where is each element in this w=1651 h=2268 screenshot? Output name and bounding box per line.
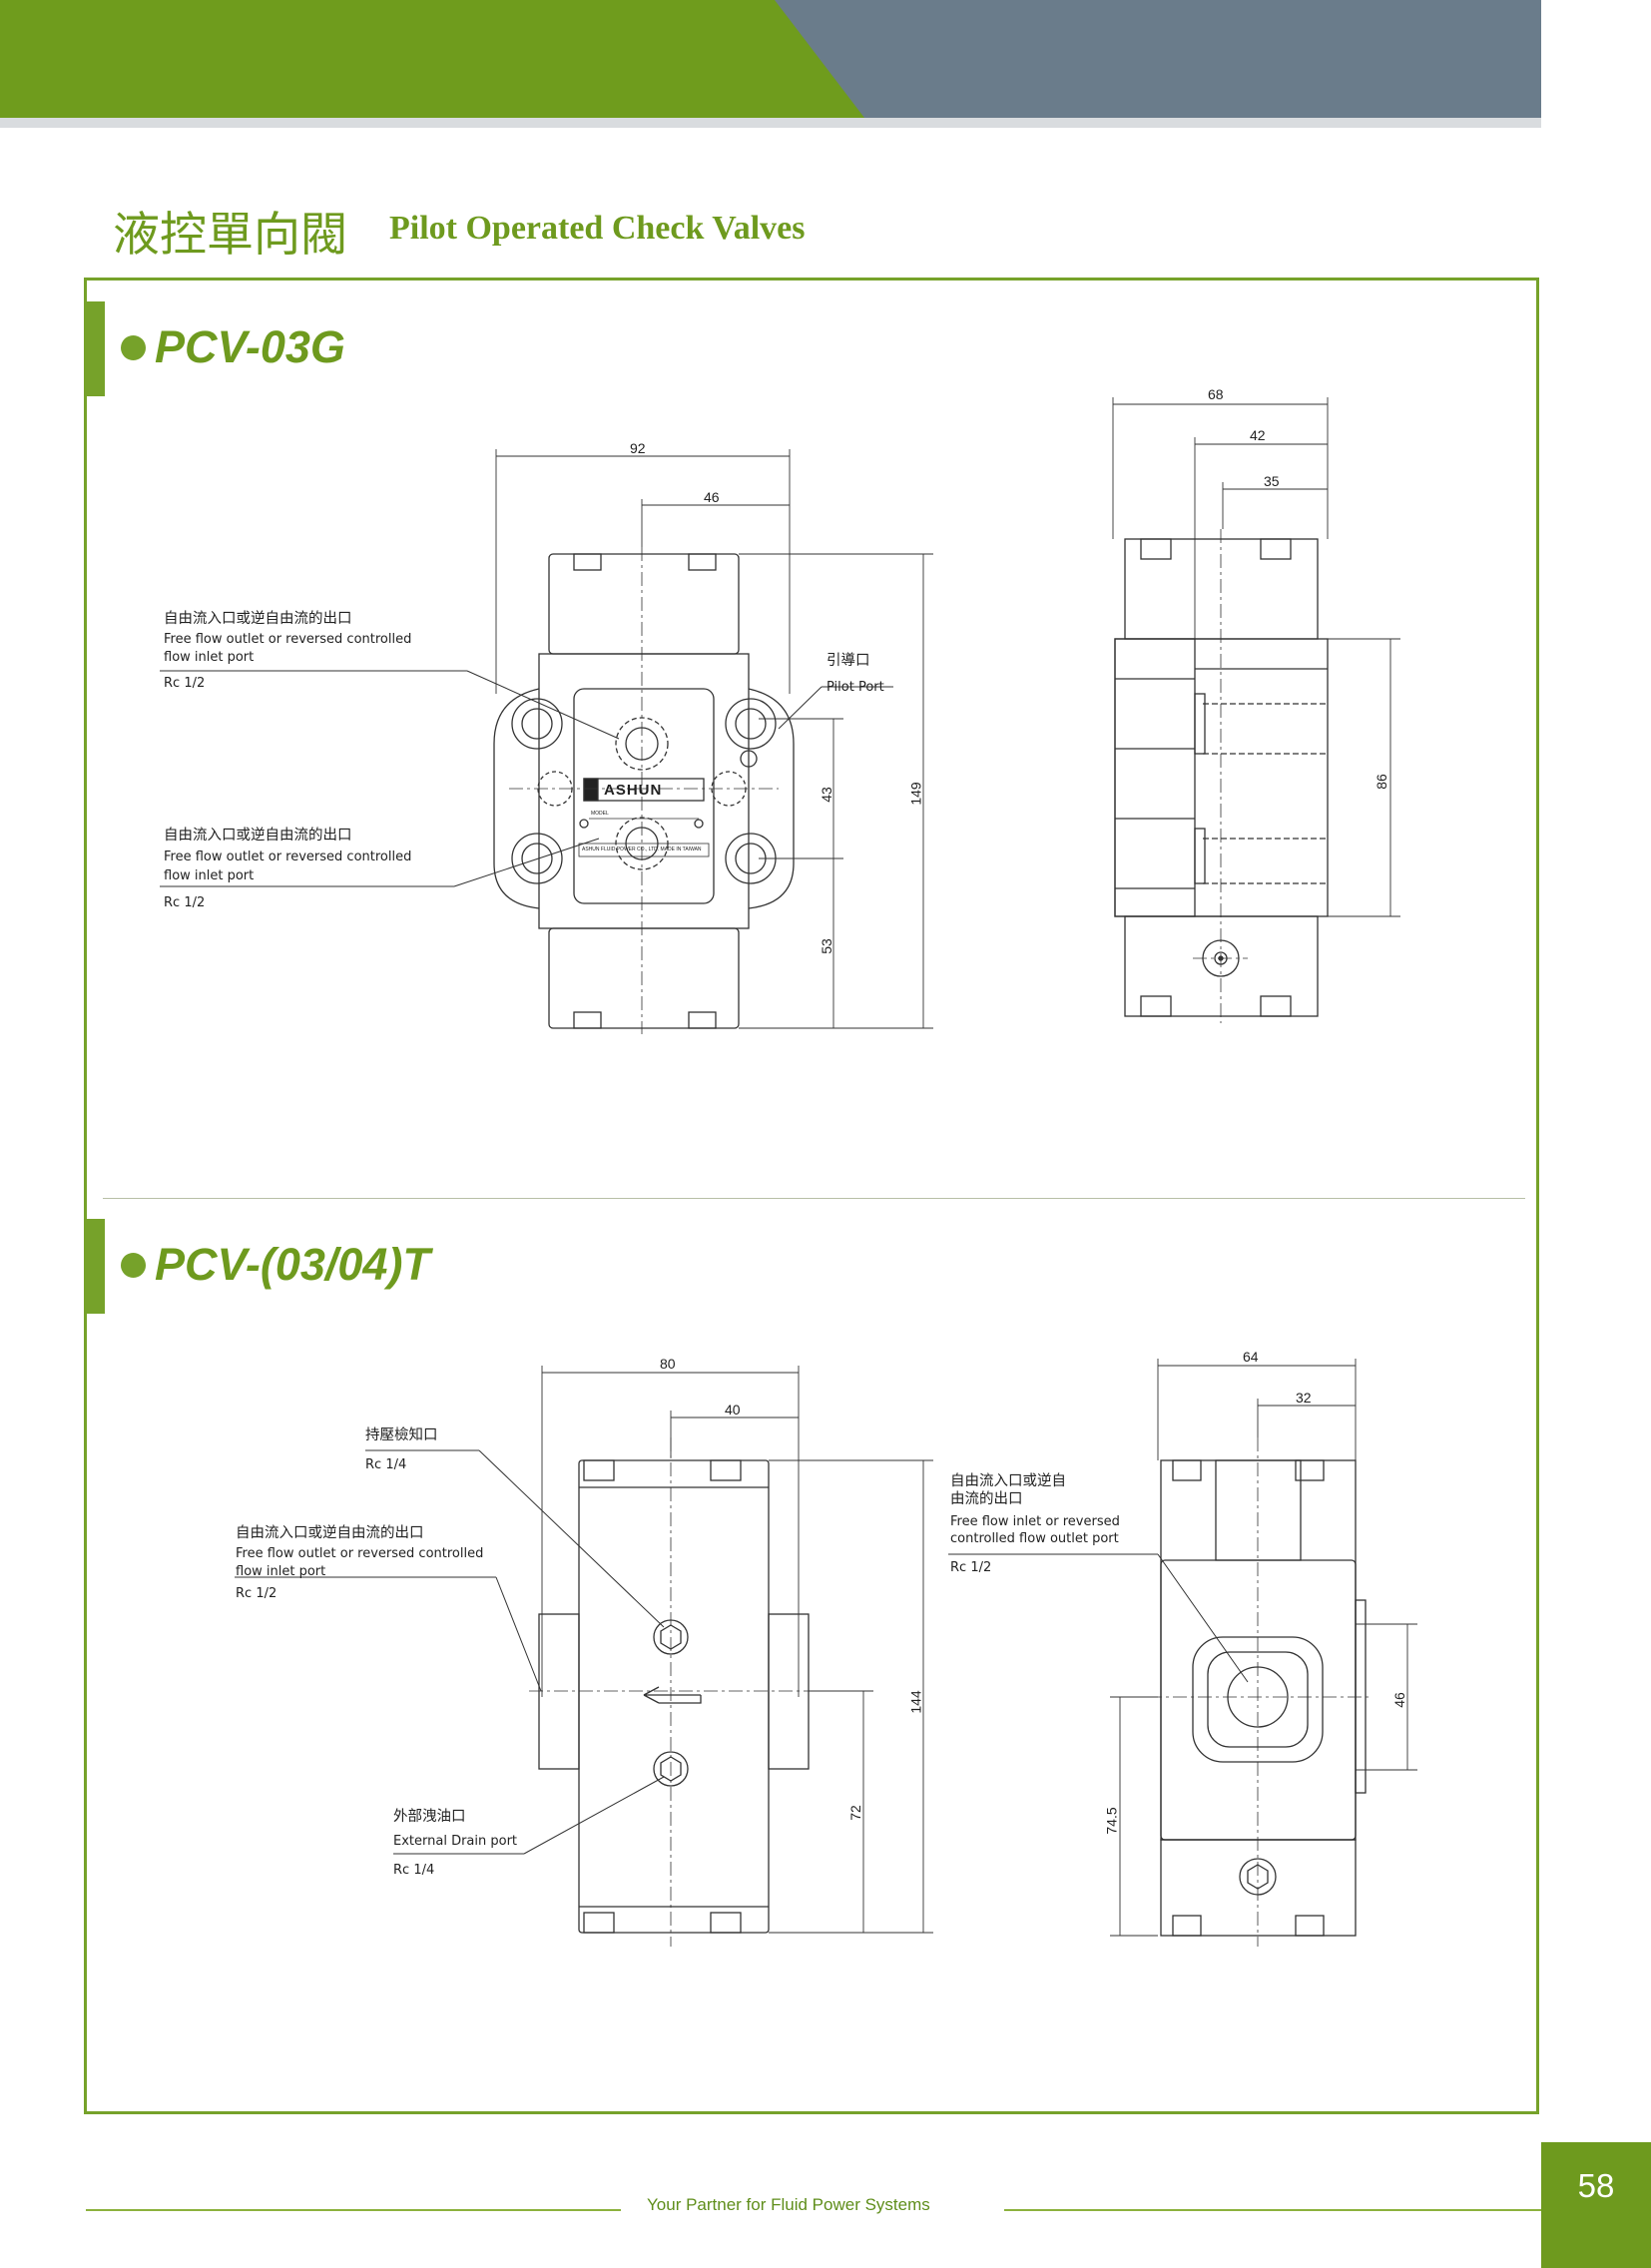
dimension-value: 42 bbox=[1250, 427, 1266, 443]
pcv-03g-side-view bbox=[1112, 397, 1400, 1023]
footer-tagline: Your Partner for Fluid Power Systems bbox=[647, 2195, 930, 2214]
port-label-en: flow inlet port bbox=[164, 868, 255, 883]
drain-port-label-zh: 外部洩油口 bbox=[393, 1809, 466, 1825]
port-label-en: flow inlet port bbox=[236, 1564, 326, 1579]
port-label-en: Free flow outlet or reversed controlled bbox=[164, 632, 412, 647]
drain-port-size: Rc 1/4 bbox=[393, 1863, 435, 1878]
section-divider bbox=[103, 1198, 1525, 1199]
page-title-english: Pilot Operated Check Valves bbox=[389, 210, 806, 247]
page-number-box bbox=[1541, 2142, 1651, 2268]
dimension-value: 64 bbox=[1243, 1349, 1259, 1365]
port-label-zh: 由流的出口 bbox=[950, 1491, 1023, 1507]
port-size: Rc 1/2 bbox=[164, 676, 206, 691]
dimension-value: 92 bbox=[630, 440, 646, 456]
section-marker-bar bbox=[84, 301, 105, 396]
dimension-value: 35 bbox=[1264, 473, 1280, 489]
dimension-value: 72 bbox=[846, 1805, 863, 1821]
dimension-value: 149 bbox=[907, 782, 924, 806]
dimension-value: 32 bbox=[1296, 1390, 1312, 1406]
dimension-value: 80 bbox=[660, 1356, 676, 1372]
pcv-03t-side-view bbox=[948, 1359, 1417, 1947]
nameplate-brand: ASHUN bbox=[604, 782, 663, 799]
dimension-value: 53 bbox=[818, 938, 834, 954]
gauge-port-size: Rc 1/4 bbox=[365, 1457, 407, 1472]
dimension-value: 43 bbox=[818, 787, 834, 803]
port-label-en: flow inlet port bbox=[164, 650, 255, 665]
nameplate-model: MODEL bbox=[591, 811, 609, 817]
port-label-en: Free flow outlet or reversed controlled bbox=[164, 850, 412, 864]
footer-rule bbox=[86, 2209, 621, 2211]
pilot-port-label-en: Pilot Port bbox=[826, 680, 884, 695]
footer-rule bbox=[1004, 2209, 1541, 2211]
gauge-port-label-zh: 持壓檢知口 bbox=[365, 1427, 438, 1443]
section-title-pcv-03g: PCV-03G bbox=[155, 321, 345, 372]
port-label-zh: 自由流入口或逆自由流的出口 bbox=[164, 611, 352, 627]
port-label-en: controlled flow outlet port bbox=[950, 1531, 1119, 1546]
section-marker-bar bbox=[84, 1219, 105, 1314]
nameplate-maker: ASHUN FLUID POWER CO., LTD. MADE IN TAIW… bbox=[582, 847, 702, 852]
section-bullet bbox=[121, 335, 146, 360]
port-size: Rc 1/2 bbox=[236, 1586, 277, 1601]
pilot-port-label-zh: 引導口 bbox=[826, 653, 870, 669]
drain-port-label-en: External Drain port bbox=[393, 1834, 518, 1849]
page-title-chinese: 液控單向閥 bbox=[113, 208, 347, 263]
dimension-value: 46 bbox=[1390, 1692, 1407, 1708]
dimension-value: 86 bbox=[1373, 774, 1389, 790]
pcv-03t-front-view bbox=[235, 1366, 933, 1947]
dimension-value: 46 bbox=[704, 489, 720, 505]
dimension-value: 40 bbox=[725, 1402, 741, 1418]
section-bullet bbox=[121, 1253, 146, 1278]
port-size: Rc 1/2 bbox=[164, 895, 206, 910]
port-label-zh: 自由流入口或逆自由流的出口 bbox=[236, 1525, 424, 1541]
page-number: 58 bbox=[1577, 2167, 1615, 2204]
dimension-value: 144 bbox=[907, 1690, 924, 1714]
port-label-en: Free flow inlet or reversed bbox=[950, 1514, 1120, 1529]
port-label-en: Free flow outlet or reversed controlled bbox=[236, 1546, 484, 1561]
section-title-pcv-03-04t: PCV-(03/04)T bbox=[155, 1239, 430, 1290]
port-label-zh: 自由流入口或逆自 bbox=[950, 1473, 1066, 1489]
port-size: Rc 1/2 bbox=[950, 1560, 992, 1575]
dimension-value: 74.5 bbox=[1103, 1807, 1120, 1835]
dimension-value: 68 bbox=[1208, 386, 1224, 402]
header-band bbox=[0, 0, 1541, 118]
pcv-03g-front-view bbox=[160, 449, 933, 1034]
content-frame bbox=[84, 278, 1539, 2114]
port-label-zh: 自由流入口或逆自由流的出口 bbox=[164, 828, 352, 844]
header-rule bbox=[0, 118, 1541, 128]
